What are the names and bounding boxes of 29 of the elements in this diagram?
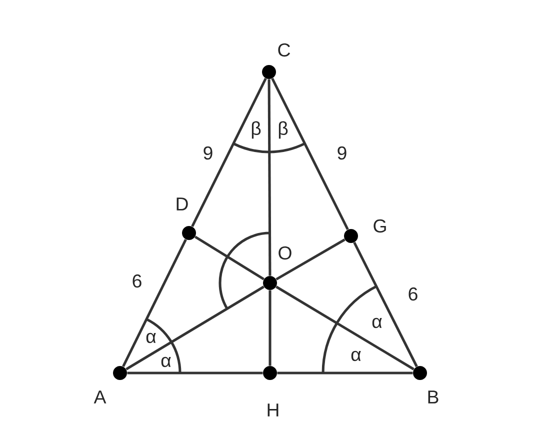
angle-label: β [252, 121, 261, 139]
line-segment [122, 238, 187, 368]
line-segment [126, 286, 264, 370]
length-label: 6 [132, 274, 142, 288]
line-segment [268, 290, 272, 366]
length-label: 9 [204, 146, 212, 160]
point-label: A [94, 390, 106, 404]
angle-label: α [372, 318, 382, 328]
line-segment [194, 236, 264, 280]
line-segment [277, 372, 413, 374]
line-segment [271, 78, 349, 230]
angle-label: α [146, 332, 156, 344]
line-segment [268, 79, 272, 276]
point-label: O [278, 246, 292, 260]
angle-label: α [161, 356, 171, 368]
angle-label: β [278, 121, 288, 139]
point-label: G [374, 219, 386, 233]
line-segment [127, 372, 263, 374]
point-label: C [278, 43, 290, 57]
length-label: 6 [408, 287, 418, 301]
line-segment [353, 242, 418, 368]
line-segment [276, 286, 414, 370]
point-label: D [176, 198, 188, 210]
point-label: H [268, 404, 278, 416]
length-label: 9 [338, 146, 346, 160]
line-segment [276, 238, 346, 280]
angle-label: α [351, 350, 361, 362]
point-label: B [428, 390, 438, 404]
line-segment [191, 78, 267, 228]
